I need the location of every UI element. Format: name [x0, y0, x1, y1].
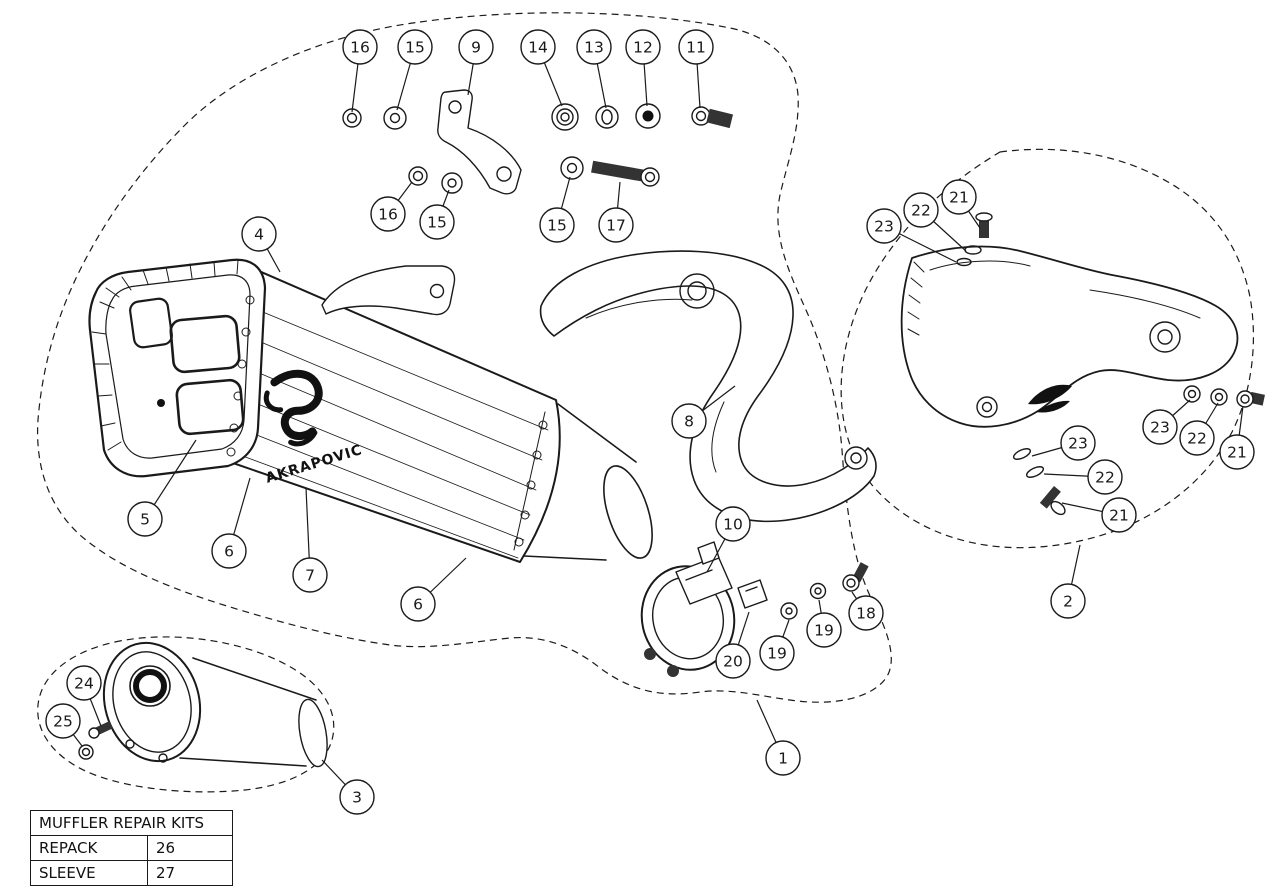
callout-22: 22: [903, 192, 939, 228]
svg-text:3: 3: [352, 789, 362, 807]
svg-text:25: 25: [53, 713, 73, 731]
callout-7: 7: [292, 557, 328, 593]
svg-text:10: 10: [723, 516, 743, 534]
callout-18: 18: [848, 595, 884, 631]
svg-text:15: 15: [405, 39, 425, 57]
callout-2: 2: [1050, 583, 1086, 619]
svg-text:15: 15: [547, 217, 567, 235]
callout-3: 3: [339, 779, 375, 815]
svg-text:5: 5: [140, 511, 150, 529]
end-cap-illustration: [78, 641, 328, 768]
svg-text:15: 15: [427, 214, 447, 232]
kit-name-cell: SLEEVE: [30, 860, 148, 886]
svg-text:11: 11: [686, 39, 706, 57]
muffler-illustration: AKRAPOVIC: [88, 258, 653, 563]
assembly-boundary-endcap: [37, 636, 335, 793]
callout-13: 13: [576, 29, 612, 65]
callout-11: 11: [678, 29, 714, 65]
svg-text:23: 23: [1068, 435, 1088, 453]
callout-5: 5: [127, 501, 163, 537]
callout-23: 23: [1060, 425, 1096, 461]
callout-16: 16: [370, 196, 406, 232]
kit-number-cell: 26: [147, 835, 233, 861]
kit-name-cell: REPACK: [30, 835, 148, 861]
svg-text:22: 22: [1187, 430, 1207, 448]
callout-21: 21: [1101, 497, 1137, 533]
svg-text:2: 2: [1063, 593, 1073, 611]
clamp-hardware: [737, 562, 869, 620]
callout-15: 15: [397, 29, 433, 65]
callout-21: 21: [941, 179, 977, 215]
callout-9: 9: [458, 29, 494, 65]
callout-21: 21: [1219, 434, 1255, 470]
callout-20: 20: [715, 643, 751, 679]
svg-text:21: 21: [949, 189, 969, 207]
callout-19: 19: [759, 635, 795, 671]
callout-15: 15: [539, 207, 575, 243]
callout-6: 6: [400, 586, 436, 622]
callout-23: 23: [866, 208, 902, 244]
repair-kits-title: MUFFLER REPAIR KITS: [30, 810, 233, 836]
svg-text:12: 12: [633, 39, 653, 57]
svg-text:4: 4: [254, 226, 264, 244]
assembly-boundary-main: [36, 12, 892, 703]
svg-text:7: 7: [305, 567, 315, 585]
svg-text:23: 23: [1150, 419, 1170, 437]
callout-23: 23: [1142, 409, 1178, 445]
svg-text:22: 22: [911, 202, 931, 220]
callout-19: 19: [806, 612, 842, 648]
svg-text:21: 21: [1109, 507, 1129, 525]
svg-text:6: 6: [413, 596, 423, 614]
assembly-boundary-right: [840, 148, 1254, 549]
callout-16: 16: [342, 29, 378, 65]
clamp-illustration: [640, 541, 736, 677]
svg-text:1: 1: [778, 750, 788, 768]
right-bracket-illustration: [900, 245, 1239, 428]
callout-8: 8: [671, 403, 707, 439]
svg-text:8: 8: [684, 413, 694, 431]
callout-10: 10: [715, 506, 751, 542]
svg-text:22: 22: [1095, 469, 1115, 487]
callout-25: 25: [45, 703, 81, 739]
svg-text:23: 23: [874, 218, 894, 236]
callout-17: 17: [598, 207, 634, 243]
svg-text:16: 16: [350, 39, 370, 57]
svg-text:19: 19: [767, 645, 787, 663]
svg-text:18: 18: [856, 605, 876, 623]
callout-1: 1: [765, 740, 801, 776]
callout-22: 22: [1087, 459, 1123, 495]
svg-text:21: 21: [1227, 444, 1247, 462]
svg-text:20: 20: [723, 653, 743, 671]
svg-text:16: 16: [378, 206, 398, 224]
right-bracket-hardware: [956, 212, 1265, 516]
svg-text:9: 9: [471, 39, 481, 57]
svg-text:6: 6: [224, 543, 234, 561]
callout-6: 6: [211, 533, 247, 569]
callout-22: 22: [1179, 420, 1215, 456]
callout-4: 4: [241, 216, 277, 252]
callout-14: 14: [520, 29, 556, 65]
svg-text:17: 17: [606, 217, 626, 235]
callout-24: 24: [66, 665, 102, 701]
svg-text:14: 14: [528, 39, 548, 57]
bracket-illustration: [437, 89, 522, 195]
svg-text:24: 24: [74, 675, 94, 693]
callout-15: 15: [419, 204, 455, 240]
kit-number-cell: 27: [147, 860, 233, 886]
svg-text:13: 13: [584, 39, 604, 57]
callout-12: 12: [625, 29, 661, 65]
heat-shield-illustration: [539, 250, 877, 523]
fastener-hardware-top: [342, 103, 734, 194]
svg-text:19: 19: [814, 622, 834, 640]
